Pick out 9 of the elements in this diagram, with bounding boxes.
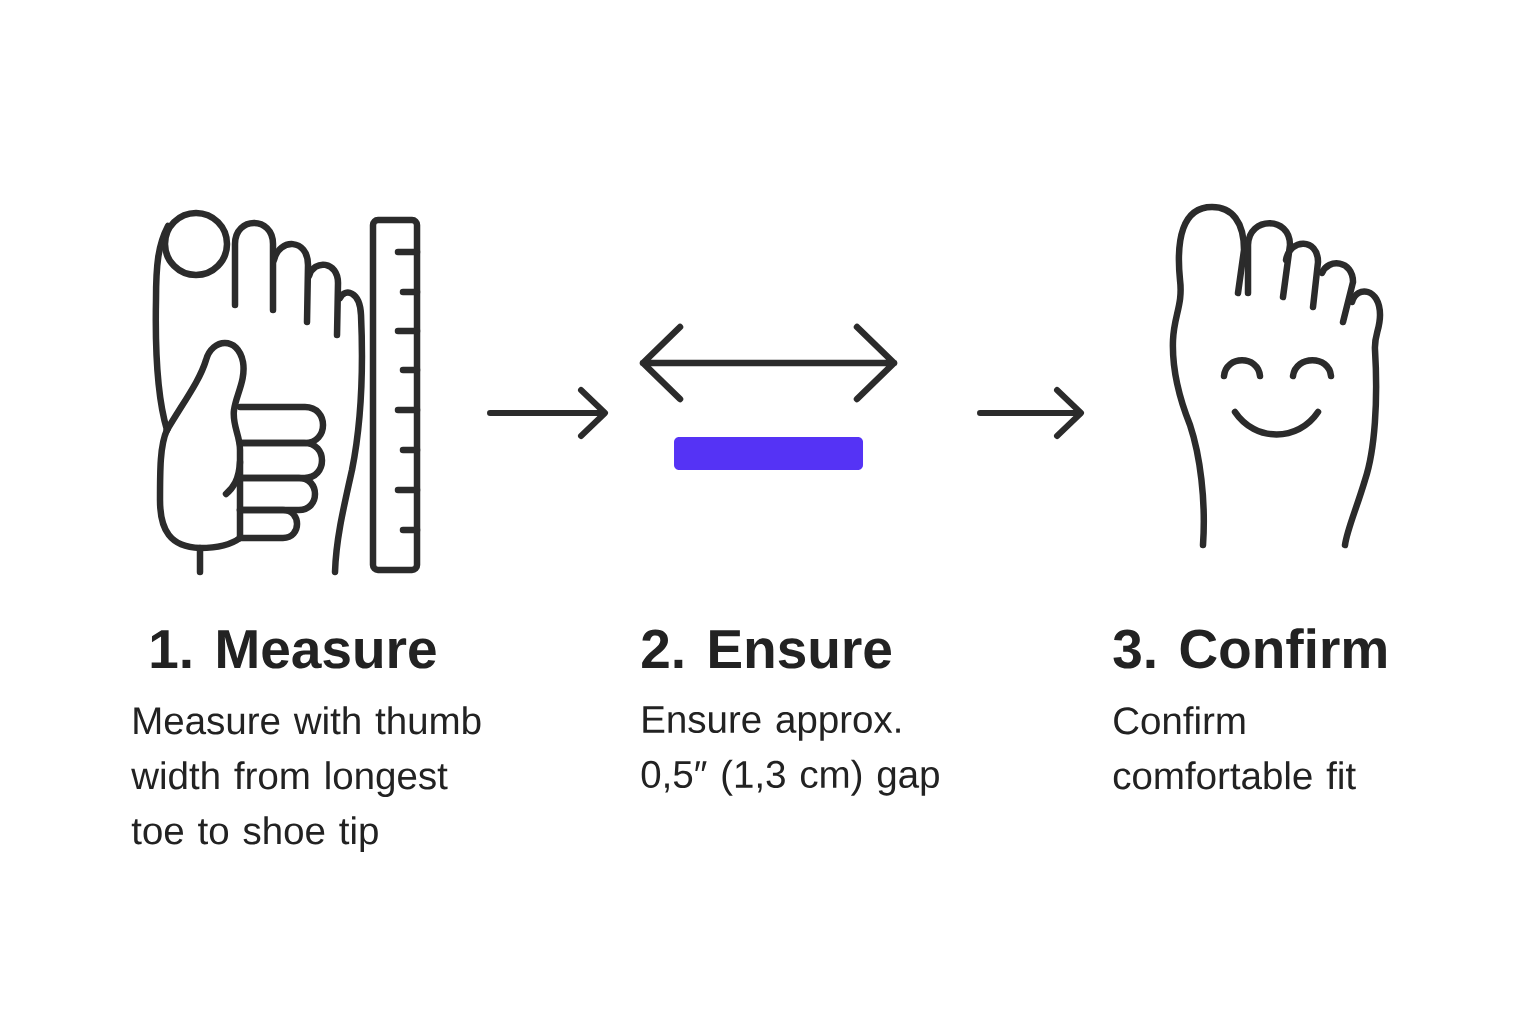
arrow — [977, 387, 1084, 439]
step-description: Confirm comfortable fit — [1113, 706, 1356, 790]
step-description: Measure with thumb width from longest toe to shoe tip — [131, 706, 481, 853]
step-heading: 3. Confirm — [1113, 628, 1386, 669]
step-heading: 1. Measure — [151, 630, 436, 669]
gap-bar — [674, 437, 863, 470]
step-heading: 2. Ensure — [642, 629, 891, 669]
step-description: Ensure approx. 0,5″ (1,3 cm) gap — [641, 706, 939, 796]
arrow — [487, 387, 608, 439]
